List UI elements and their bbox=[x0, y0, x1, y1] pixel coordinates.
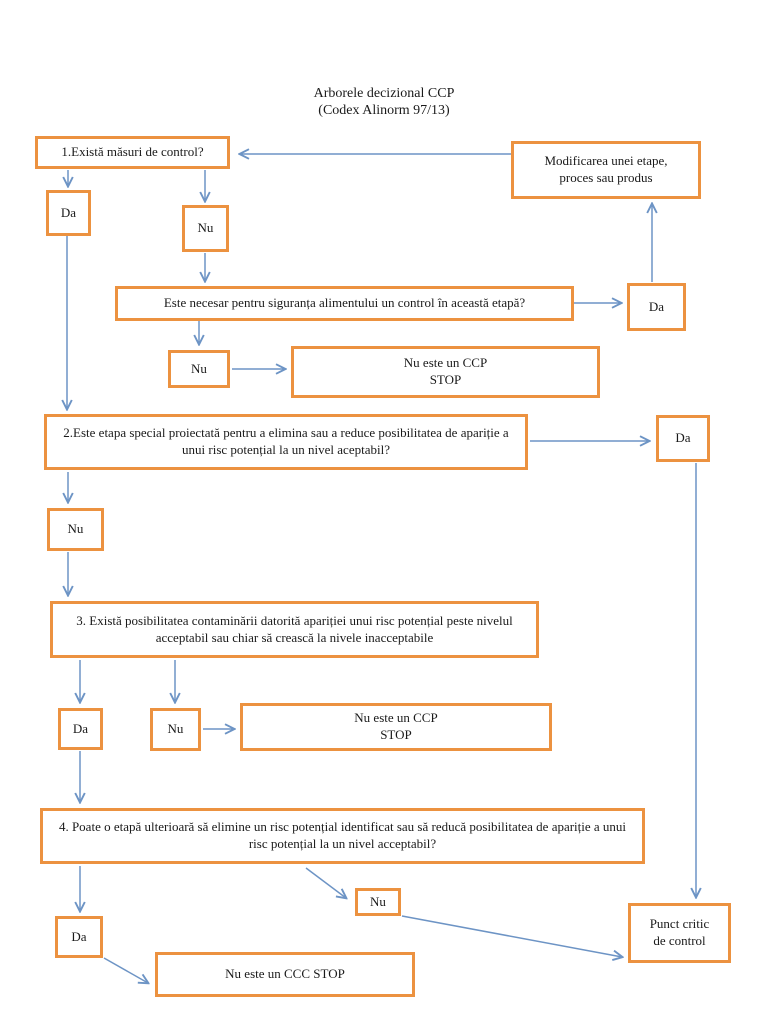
title-line-2: (Codex Alinorm 97/13) bbox=[318, 102, 450, 118]
arrow-q4-to-nu bbox=[305, 867, 346, 898]
title-line-1: Arborele decizional CCP bbox=[313, 86, 455, 101]
node-q1b-nu: Nu bbox=[168, 350, 230, 388]
node-q3-da: Da bbox=[58, 708, 103, 750]
node-q2-da: Da bbox=[656, 415, 710, 462]
node-q2-nu: Nu bbox=[47, 508, 104, 551]
node-q1-da: Da bbox=[46, 190, 91, 236]
node-q1-nu: Nu bbox=[182, 205, 229, 252]
node-stop-2: Nu este un CCP STOP bbox=[240, 703, 552, 751]
node-q3-nu: Nu bbox=[150, 708, 201, 751]
node-q4-nu: Nu bbox=[355, 888, 401, 916]
node-question-2: 2.Este etapa special proiectată pentru a… bbox=[44, 414, 528, 470]
node-q1b-da: Da bbox=[627, 283, 686, 331]
arrow-da-to-stop3 bbox=[103, 957, 148, 983]
node-stop-3: Nu este un CCC STOP bbox=[155, 952, 415, 997]
node-modify-step: Modificarea unei etape, proces sau produ… bbox=[511, 141, 701, 199]
arrow-nu-to-critical-point bbox=[401, 915, 622, 957]
node-question-1: 1.Există măsuri de control? bbox=[35, 136, 230, 169]
node-critical-control-point: Punct critic de control bbox=[628, 903, 731, 963]
diagram-title: Arborele decizional CCP (Codex Alinorm 9… bbox=[0, 86, 768, 120]
node-question-4: 4. Poate o etapă ulterioară să elimine u… bbox=[40, 808, 645, 864]
node-stop-1: Nu este un CCP STOP bbox=[291, 346, 600, 398]
node-question-1b: Este necesar pentru siguranța alimentulu… bbox=[115, 286, 574, 321]
node-question-3: 3. Există posibilitatea contaminării dat… bbox=[50, 601, 539, 658]
node-q4-da: Da bbox=[55, 916, 103, 958]
